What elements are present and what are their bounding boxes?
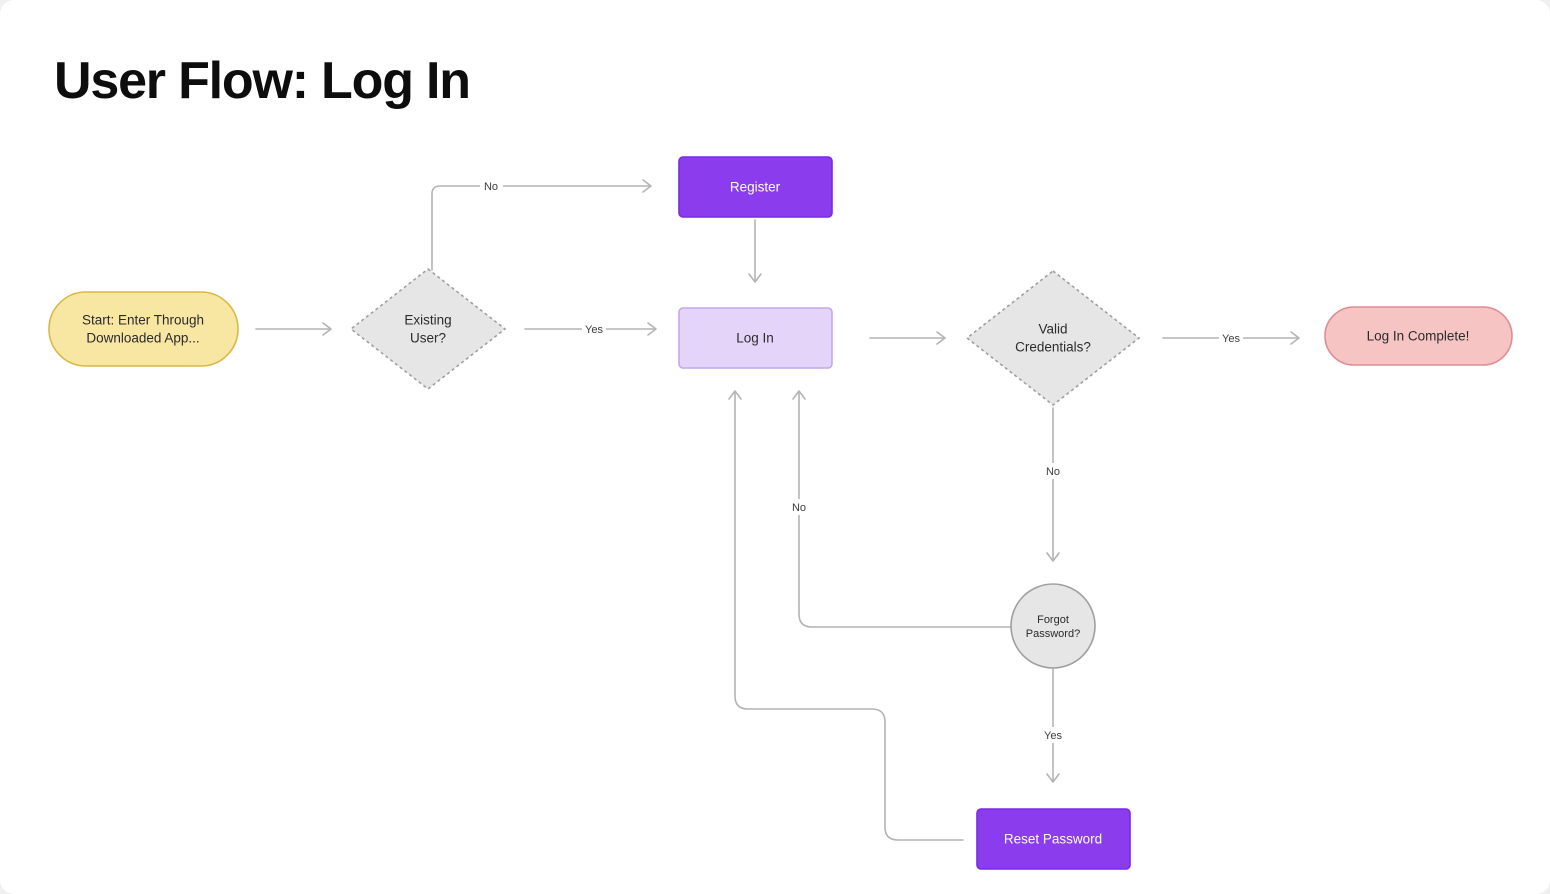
node-existing-user-label-line2: User? — [410, 331, 446, 346]
edge-label-backdrop — [1219, 330, 1243, 346]
edge-label-backdrop — [1042, 727, 1066, 743]
node-start-label-line1: Start: Enter Through — [82, 313, 204, 328]
node-log-in-complete-label: Log In Complete! — [1367, 329, 1470, 344]
edge-label-backdrop — [1042, 463, 1065, 479]
arrowhead-icon — [1290, 331, 1300, 345]
arrowhead-icon — [728, 390, 742, 400]
edge-existing-user-to-log-in: Yes — [524, 321, 657, 337]
edge-line — [798, 391, 1011, 628]
arrowhead-icon — [1046, 552, 1060, 562]
edge-label-no: No — [484, 181, 498, 193]
node-log-in-label: Log In — [736, 331, 774, 346]
edge-reset-password-to-log-in — [728, 390, 964, 841]
edge-label-no: No — [1046, 466, 1060, 478]
node-existing-user[interactable]: Existing User? — [349, 267, 507, 391]
edge-forgot-password-to-log-in: No — [788, 390, 1011, 628]
node-log-in-complete[interactable]: Log In Complete! — [1324, 306, 1513, 366]
edge-label-backdrop — [582, 321, 606, 337]
node-reset-password[interactable]: Reset Password — [976, 808, 1131, 870]
arrowhead-icon — [792, 390, 806, 400]
edge-valid-credentials-to-forgot-password: No — [1042, 407, 1065, 562]
node-log-in-complete-shape[interactable] — [1324, 306, 1513, 366]
node-valid-credentials-label-line1: Valid — [1038, 322, 1067, 337]
edge-forgot-password-to-reset-password: Yes — [1042, 668, 1066, 783]
edge-label-backdrop — [788, 499, 811, 515]
node-reset-password-shape[interactable] — [976, 808, 1131, 870]
edge-label-yes: Yes — [585, 324, 603, 336]
node-log-in-shape[interactable] — [678, 307, 833, 369]
arrowhead-icon — [748, 273, 762, 283]
edge-start-to-existing-user — [255, 322, 332, 336]
edge-register-to-log-in — [748, 219, 762, 283]
page-title: User Flow: Log In — [54, 52, 471, 110]
node-start-label-line2: Downloaded App... — [86, 331, 199, 346]
edge-label-backdrop — [480, 178, 503, 194]
node-valid-credentials[interactable]: Valid Credentials? — [965, 269, 1141, 407]
node-existing-user-label-line1: Existing — [404, 313, 451, 328]
node-register[interactable]: Register — [678, 156, 833, 218]
edge-label-yes: Yes — [1222, 333, 1240, 345]
edge-existing-user-to-register: No — [431, 178, 652, 271]
node-forgot-password-shape[interactable] — [1010, 583, 1096, 669]
edge-label-no: No — [792, 502, 806, 514]
edge-line — [431, 185, 651, 271]
edge-label-yes: Yes — [1044, 730, 1062, 742]
node-forgot-password-label-line1: Forgot — [1037, 614, 1069, 626]
node-register-shape[interactable] — [678, 156, 833, 218]
edge-valid-credentials-to-log-in-complete: Yes — [1162, 330, 1300, 346]
node-start-shape[interactable] — [48, 291, 239, 367]
node-start[interactable]: Start: Enter Through Downloaded App... — [48, 291, 239, 367]
node-log-in[interactable]: Log In — [678, 307, 833, 369]
node-register-label: Register — [730, 180, 781, 195]
arrowhead-icon — [936, 331, 946, 345]
node-reset-password-label: Reset Password — [1004, 832, 1102, 847]
arrowhead-icon — [1046, 773, 1060, 783]
edge-line — [734, 391, 964, 841]
edge-log-in-to-valid-credentials — [869, 331, 946, 345]
node-existing-user-shape[interactable] — [349, 267, 507, 391]
node-forgot-password-label-line2: Password? — [1026, 628, 1080, 640]
node-valid-credentials-shape[interactable] — [965, 269, 1141, 407]
arrowhead-icon — [322, 322, 332, 336]
arrowhead-icon — [642, 179, 652, 193]
node-forgot-password[interactable]: Forgot Password? — [1010, 583, 1096, 669]
arrowhead-icon — [647, 322, 657, 336]
node-valid-credentials-label-line2: Credentials? — [1015, 340, 1091, 355]
